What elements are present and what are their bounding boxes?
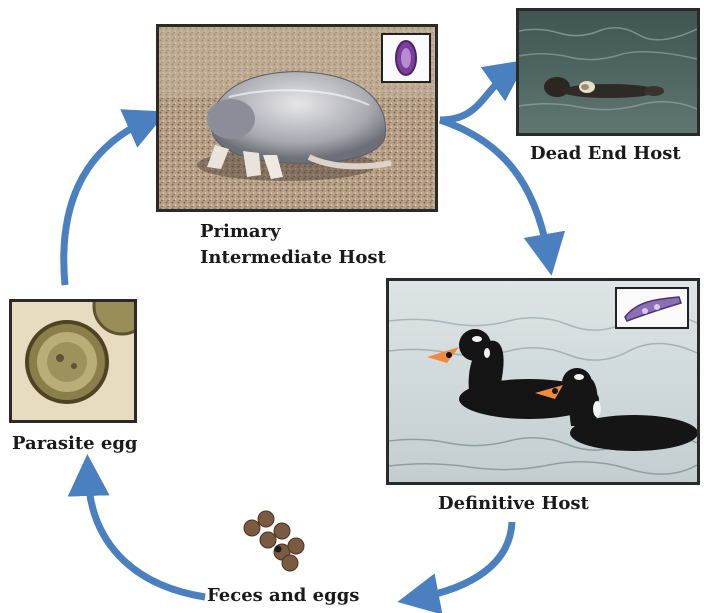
pellet bbox=[288, 538, 304, 554]
pellet bbox=[274, 523, 290, 539]
pellet bbox=[258, 511, 274, 527]
pellet bbox=[260, 532, 276, 548]
egg-dot bbox=[275, 546, 282, 553]
feces-label: Feces and eggs bbox=[207, 584, 359, 608]
pellet bbox=[282, 555, 298, 571]
pellet bbox=[244, 520, 260, 536]
